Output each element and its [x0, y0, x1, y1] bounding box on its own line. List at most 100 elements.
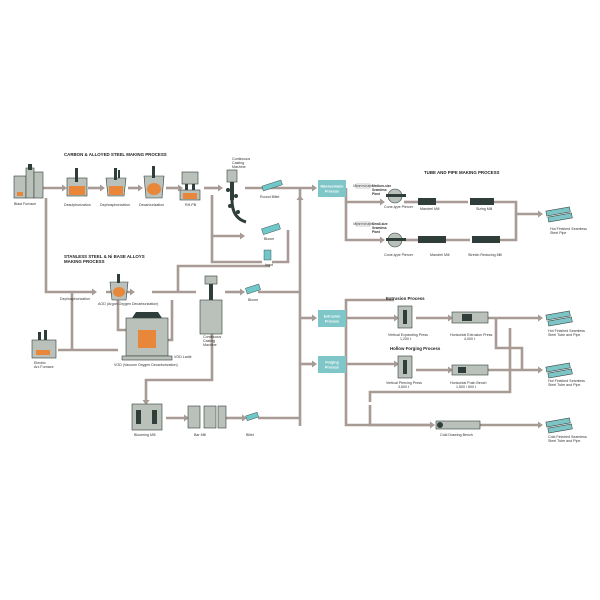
heading-carbon-steel: CARBON & ALLOYED STEEL MAKING PROCESS [64, 152, 167, 157]
bloom-label-1: Bloom [264, 237, 274, 241]
aod-icon [109, 274, 129, 301]
dephosphorization-label: Dephosphorization [100, 203, 130, 207]
output-pipes-4-icon [545, 417, 573, 434]
decarburization-label: Decarburization [139, 203, 164, 207]
medium-plant-line3: Plant [372, 192, 381, 196]
medium-plant-tag: Mannesmann Medium-size Seamless Plant [353, 183, 391, 196]
vod-label: VOD (Vacuum Oxygen Decarburization) [114, 363, 178, 367]
output-1-line2: Steel Pipe [550, 231, 566, 235]
forging-process-box: Forging Process [318, 356, 346, 373]
small-plant-tag: Mannesmann Small-size Seamless Plant [353, 221, 388, 234]
extrusion-process-box: Extrusion Process [318, 310, 346, 327]
small-tag-label: Mannesmann [353, 222, 373, 226]
medium-plant-line1: Medium-size [372, 184, 391, 188]
output-3-line2: Steel Tube and Pipe [548, 383, 580, 387]
cone-piercer-1-icon [386, 188, 406, 204]
flow-lines [43, 186, 538, 427]
horizontal-extrusion-label: Horizontal Extrusion Press [450, 333, 493, 337]
billet-icon [245, 411, 259, 421]
small-plant-line1: Small-size [372, 222, 388, 226]
cold-drawing-bench-icon [435, 420, 481, 430]
round-billet-label: Round Billet [260, 195, 279, 199]
forging-box-line2: Process [325, 366, 339, 370]
vertical-piercing-label: Vertical Piercing Press [386, 381, 422, 385]
continuous-casting-label-1: Continuous [232, 157, 250, 161]
vertical-expanding-press-icon [397, 305, 413, 329]
horizontal-extrusion-tonnage: 4,000 t [464, 337, 475, 341]
output-3-line1: Hot Finished Seamless [548, 379, 585, 383]
stretch-reducing-label: Stretch Reducing Mill [468, 253, 502, 257]
blooming-mill-label: Blooming Mill [134, 433, 156, 437]
rh-pb-label: RH-PB [185, 203, 197, 207]
vod-ladle-label: VOD Ladle [174, 355, 192, 359]
electric-arc-label-1: Electric [34, 361, 46, 365]
cone-piercer-2-icon [386, 232, 406, 248]
heading-stainless-line1: STANLESS STEEL & Ni BASE ALLOYS [64, 254, 145, 259]
round-billet-icon [261, 179, 283, 192]
bloom-icon-1 [261, 223, 281, 235]
horizontal-push-bench-tonnage: 1,500 / 600 t [456, 385, 476, 389]
continuous-casting-2-icon [199, 275, 223, 335]
dephosphorization-label-2: Dephosphorization [60, 297, 90, 301]
output-2-line1: Hot Finished Seamless [548, 329, 585, 333]
ingot-label: Ingot [265, 263, 273, 267]
blast-furnace-label: Blast Furnace [14, 202, 36, 206]
heading-tube-pipe: TUBE AND PIPE MAKING PROCESS [424, 170, 500, 175]
medium-plant-line2: Seamless [372, 188, 387, 192]
continuous-casting-label-3: Machine [232, 165, 246, 169]
desulphurization-label: Desulphurization [64, 203, 91, 207]
vertical-expanding-label: Vertical Expanding Press [388, 333, 428, 337]
horizontal-push-bench-icon [451, 364, 489, 376]
output-4-line2: Steel Tube and Pipe [548, 439, 580, 443]
vertical-piercing-tonnage: 3,600 t [398, 385, 409, 389]
vod-icon [121, 312, 173, 361]
continuous-casting-label-2: Casting [232, 161, 244, 165]
output-pipes-2-icon [545, 310, 573, 327]
vertical-piercing-press-icon [397, 355, 413, 379]
blast-furnace-icon [13, 164, 44, 199]
sizing-mill-icon [470, 198, 494, 205]
mannesmann-box-line2: Process [325, 190, 339, 194]
mandrel-mill-2-label: Mandrel Mill [430, 253, 450, 257]
continuous-casting-2-label-3: Machine [203, 343, 217, 347]
continuous-casting-icon [226, 169, 247, 224]
output-1-line1: Hot Finished Seamless [550, 227, 587, 231]
heading-hollow-forging: Hollow Forging Process [390, 346, 441, 351]
mannesmann-box-line1: Mannesmann [321, 185, 344, 189]
vertical-expanding-tonnage: 1,200 t [400, 337, 411, 341]
sizing-mill-label: Sizing Mill [476, 207, 492, 211]
heading-extrusion: Extrusion Process [386, 296, 425, 301]
desulphurization-icon [66, 168, 88, 197]
flow-arrowheads [62, 184, 543, 429]
stretch-reducing-icon [472, 236, 500, 243]
horizontal-extrusion-press-icon [451, 311, 489, 324]
mandrel-mill-2-icon [418, 236, 446, 243]
continuous-casting-2-label-1: Continuous [203, 335, 221, 339]
electric-arc-label-2: Arc Furnace [34, 365, 54, 369]
bloom-label-2: Bloom [248, 298, 258, 302]
output-4-line1: Cold Finished Seamless [548, 435, 587, 439]
decarburization-icon [143, 166, 165, 199]
mandrel-mill-1-label: Mandrel Mill [420, 207, 440, 211]
bar-mill-label: Bar Mill [194, 433, 206, 437]
forging-box-line1: Forging [325, 361, 338, 365]
small-plant-line3: Plant [372, 230, 381, 234]
small-plant-line2: Seamless [372, 226, 387, 230]
horizontal-push-bench-label: Horizontal Push Bench [450, 381, 487, 385]
cone-piercer-1-label: Cone-type Piercer [384, 205, 414, 209]
continuous-casting-2-label-2: Casting [203, 339, 215, 343]
dephosphorization-icon [105, 168, 127, 197]
output-2-line2: Steel Tube and Pipe [548, 333, 580, 337]
extrusion-box-line1: Extrusion [324, 315, 341, 319]
rh-pb-icon [179, 171, 201, 201]
extrusion-box-line2: Process [325, 320, 339, 324]
medium-tag-label: Mannesmann [353, 184, 373, 188]
output-pipes-3-icon [545, 362, 573, 379]
output-pipes-1-icon [545, 206, 573, 223]
cone-piercer-2-label: Cone-type Piercer [384, 253, 414, 257]
blooming-mill-icon [131, 403, 163, 431]
cold-drawing-label: Cold Drawing Bench [440, 433, 473, 437]
billet-label: Billet [246, 433, 254, 437]
mannesmann-process-box: Mannesmann Process [318, 180, 346, 197]
